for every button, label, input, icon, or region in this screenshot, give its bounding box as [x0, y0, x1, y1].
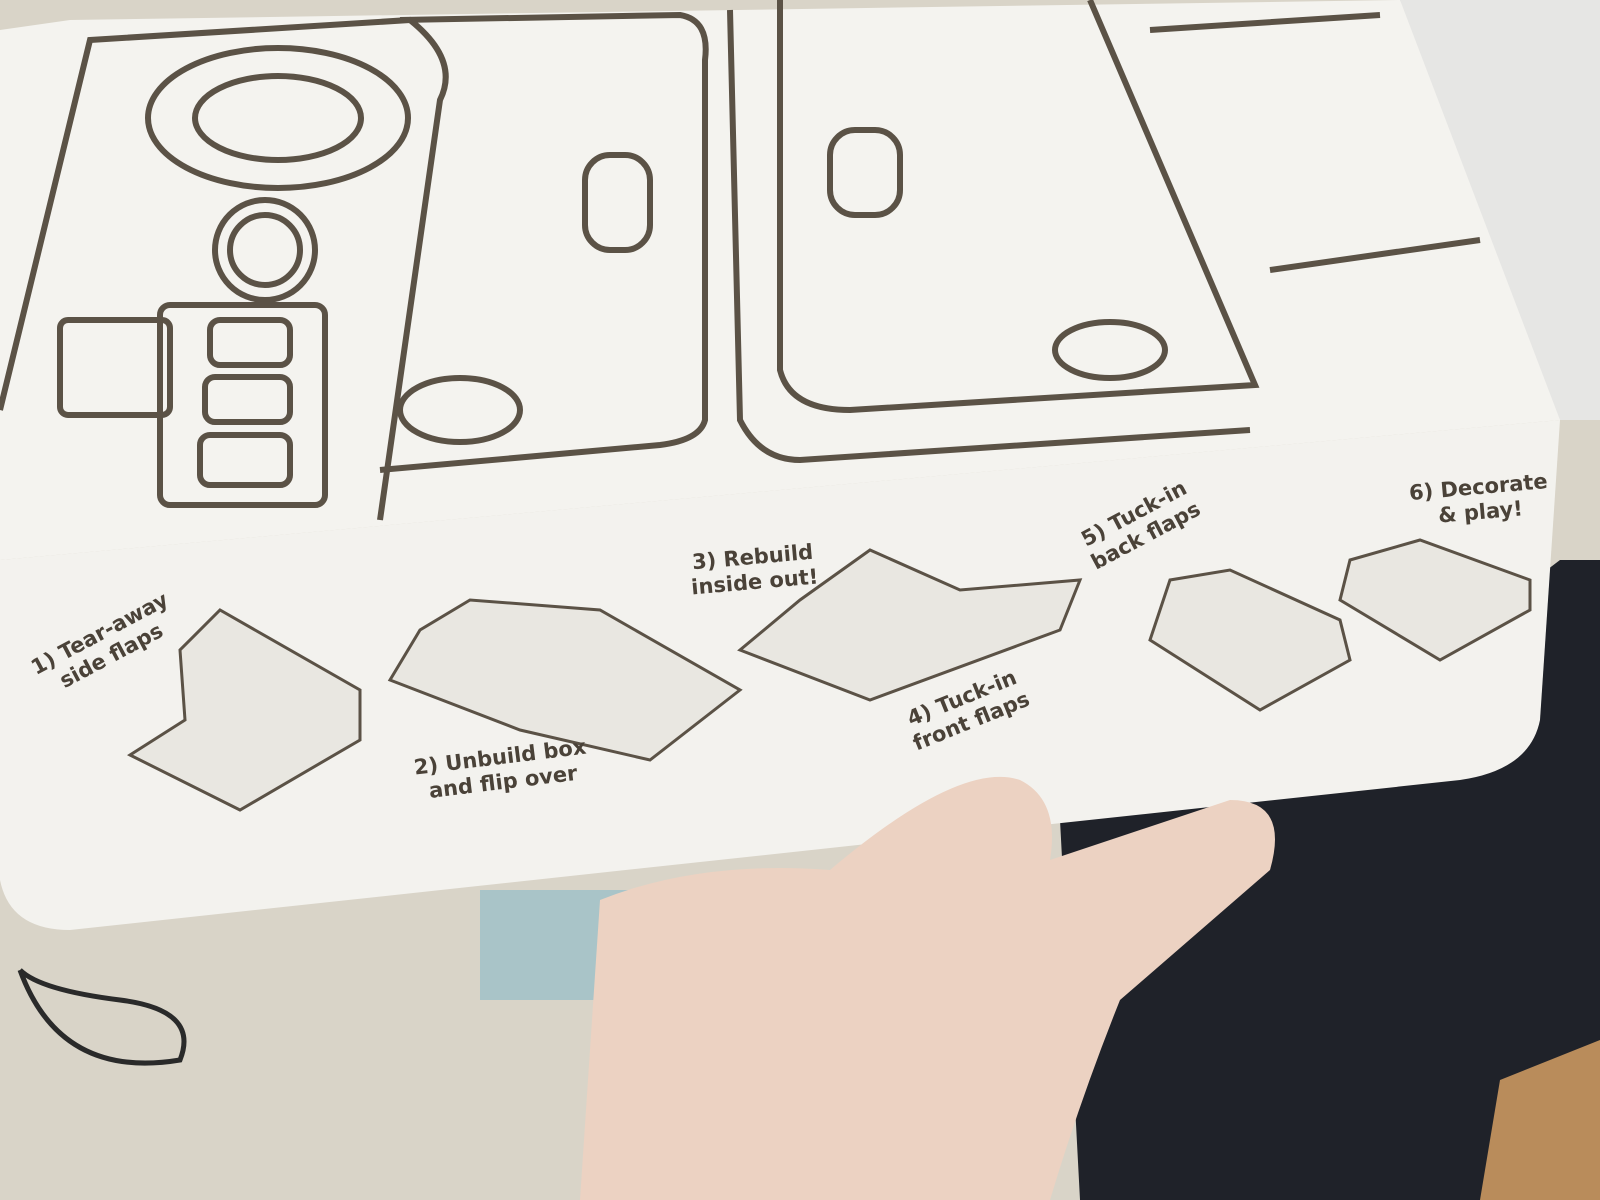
wooden-floor: [1480, 1040, 1600, 1200]
box-side-panel: [0, 420, 1560, 930]
step-6-illustration: [1338, 538, 1532, 662]
step-illustrations: [126, 538, 1532, 812]
hand: [580, 776, 1275, 1200]
step-2-illustration: [387, 598, 743, 762]
step-1-illustration: [126, 608, 362, 812]
box-top: [0, 0, 1590, 560]
truck-illustration: [0, 0, 1481, 521]
step-5-illustration: [1148, 568, 1352, 712]
step-3-illustration: [737, 548, 1083, 702]
cable: [17, 968, 187, 1066]
box-flap: [1400, 0, 1600, 420]
